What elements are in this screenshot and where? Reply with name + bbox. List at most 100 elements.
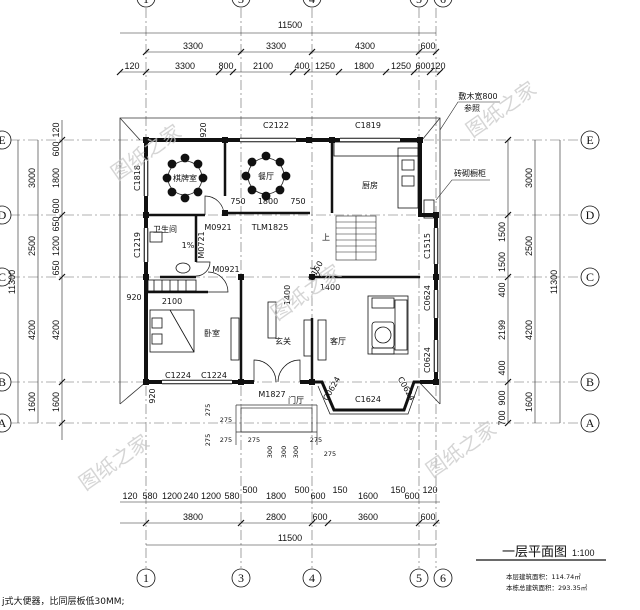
- bottom-dim-r1-7: 1800: [266, 491, 286, 501]
- label-920-b: 920: [126, 293, 141, 302]
- label-c1515: C1515: [423, 233, 432, 259]
- porch-steps: [235, 404, 318, 445]
- axis-label-left-d: D: [0, 208, 7, 222]
- area-this-floor: 本层建筑面积：114.74㎡: [506, 572, 581, 581]
- axis-label-top-4: 4: [309, 0, 315, 6]
- porch-dim-3: 275: [248, 436, 260, 444]
- right-dim-inner-3: 2199: [497, 320, 507, 340]
- left-dim-outer-1: 2500: [27, 236, 37, 256]
- right-dim-inner-2: 400: [497, 282, 507, 297]
- axis-label-top-3: 3: [238, 0, 244, 6]
- left-dim-inner-4: 650: [51, 216, 61, 231]
- label-c1819: C1819: [355, 121, 381, 130]
- bottom-dim-r1-1: 580: [142, 491, 157, 501]
- stair: [335, 215, 377, 261]
- right-dim-outer-0: 3000: [524, 168, 534, 188]
- top-dim-r1-2: 4300: [355, 41, 375, 51]
- interior-walls: [146, 140, 420, 382]
- room-chess: 棋牌室: [173, 173, 197, 183]
- top-dim-r1-3: 600: [420, 41, 435, 51]
- label-750-b: 750: [290, 197, 305, 206]
- columns: [143, 137, 439, 385]
- right-dim-inner-6: 700: [497, 410, 507, 425]
- axis-label-bottom-5: 5: [416, 571, 422, 585]
- label-up: 上: [322, 233, 330, 242]
- porch-dim-9: 275: [324, 450, 336, 458]
- axis-label-left-e: E: [0, 133, 6, 147]
- label-c1224-a: C1224: [165, 371, 191, 380]
- bay-window: [312, 380, 420, 415]
- bottom-dim-r1-12: 150: [390, 485, 405, 495]
- bottom-dim-r1-8: 500: [294, 485, 309, 495]
- top-dim-r2-7: 1250: [391, 61, 411, 71]
- bottom-dim-r1-5: 580: [224, 491, 239, 501]
- right-dim-total: 11300: [549, 270, 559, 294]
- label-m0921-b: M0921: [212, 265, 239, 274]
- top-dim-r2-9: 120: [430, 61, 445, 71]
- label-c1224-b: C1224: [201, 371, 227, 380]
- room-living: 客厅: [330, 336, 346, 346]
- label-slope: 1%: [182, 241, 195, 250]
- left-dim-inner-3: 600: [51, 198, 61, 213]
- bottom-dim-r1-3: 240: [183, 491, 198, 501]
- bottom-dim-r1-11: 1600: [358, 491, 378, 501]
- top-dim-r2-3: 2100: [253, 61, 273, 71]
- porch-dim-1: 275: [204, 434, 212, 446]
- bottom-dim-r2-2: 600: [312, 512, 327, 522]
- left-dim-total: 11300: [7, 270, 17, 294]
- watermark-3: 图纸之家: [266, 259, 345, 325]
- top-dim-r1-1: 3300: [266, 41, 286, 51]
- label-1400-b: 1400: [320, 283, 340, 292]
- left-dim-inner-7: 4200: [51, 320, 61, 340]
- axis-label-right-d: D: [586, 208, 595, 222]
- bottom-dim-r1-0: 120: [122, 491, 137, 501]
- footnote: j式大便器，比同层板低30MM;: [1, 595, 125, 607]
- bottom-dim-r2-0: 3800: [183, 512, 203, 522]
- label-c0624-a: C0624: [423, 285, 432, 311]
- doors: [195, 195, 321, 383]
- bottom-dim-r1-9: 600: [310, 491, 325, 501]
- label-750-a: 750: [230, 197, 245, 206]
- top-dim-r2-5: 1250: [315, 61, 335, 71]
- left-dim-outer-3: 1600: [27, 392, 37, 412]
- top-dim-r2-1: 3300: [175, 61, 195, 71]
- label-c1818: C1818: [133, 165, 142, 191]
- windows: [144, 138, 438, 384]
- label-c0624-b: C0624: [423, 347, 432, 373]
- axis-label-bottom-3: 3: [238, 571, 244, 585]
- room-dining: 餐厅: [258, 172, 274, 181]
- room-porch: 门厅: [288, 395, 304, 405]
- bottom-dim-r1-6: 500: [242, 485, 257, 495]
- bottom-dim-r1-13: 600: [404, 491, 419, 501]
- right-dim-outer-3: 1600: [524, 392, 534, 412]
- left-dim-inner-8: 1600: [51, 392, 61, 412]
- leader-lines: [435, 101, 500, 201]
- axis-label-right-b: B: [586, 375, 594, 389]
- drawing-title: 一层平面图: [502, 545, 567, 560]
- label-tlm1825: TLM1825: [251, 223, 289, 232]
- porch-dim-6: 300: [280, 446, 288, 458]
- label-c1219: C1219: [133, 232, 142, 258]
- label-m0921-a: M0921: [204, 223, 231, 232]
- label-ref: 参照: [464, 103, 480, 113]
- top-dim-r2-2: 800: [218, 61, 233, 71]
- axis-label-right-a: A: [586, 416, 595, 430]
- axis-label-left-c: C: [0, 270, 6, 284]
- label-m1827: M1827: [258, 390, 285, 399]
- area-total: 本栋总建筑面积：293.35㎡: [506, 583, 588, 592]
- dimension-ticks: [58, 48, 512, 527]
- porch-dim-8: 275: [310, 436, 322, 444]
- label-2100: 2100: [162, 297, 182, 306]
- axis-label-right-c: C: [586, 270, 594, 284]
- axis-label-top-6: 6: [440, 0, 446, 6]
- watermark-5: 图纸之家: [421, 416, 500, 482]
- label-1800: 1800: [258, 197, 278, 206]
- top-dim-r1-0: 3300: [183, 41, 203, 51]
- label-c1624: C1624: [355, 395, 381, 404]
- right-dim-outer-1: 2500: [524, 236, 534, 256]
- right-dim-inner-5: 900: [497, 390, 507, 405]
- porch-dim-0: 275: [204, 404, 212, 416]
- left-dim-inner-2: 1800: [51, 168, 61, 188]
- bottom-dim-total: 11500: [278, 533, 302, 543]
